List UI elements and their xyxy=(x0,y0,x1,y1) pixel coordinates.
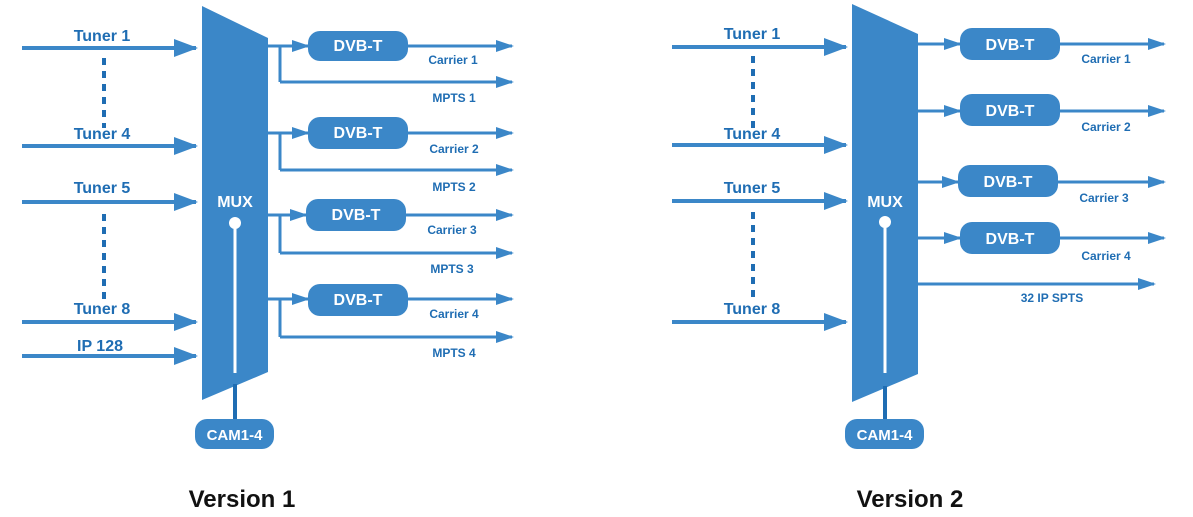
mpts-label: MPTS 4 xyxy=(432,346,476,360)
input-label-tuner-1: Tuner 1 xyxy=(724,26,781,43)
dvbt-label: DVB-T xyxy=(986,231,1035,248)
cam-block xyxy=(845,419,924,449)
dvbt-box-3 xyxy=(306,199,406,231)
carrier-label: Carrier 2 xyxy=(429,142,479,156)
output-branch-3 xyxy=(268,213,282,253)
dvbt-label: DVB-T xyxy=(334,38,383,55)
carrier-label: Carrier 4 xyxy=(429,307,479,321)
carrier-label: Carrier 3 xyxy=(427,223,477,237)
version-2-caption: Version 2 xyxy=(857,486,964,513)
mux-block xyxy=(202,6,268,400)
carrier-label: Carrier 3 xyxy=(1079,191,1129,205)
dvbt-box-2 xyxy=(960,94,1060,126)
input-label-tuner-4: Tuner 4 xyxy=(74,126,131,143)
carrier-label: Carrier 4 xyxy=(1081,249,1131,263)
mux-label: MUX xyxy=(867,194,903,211)
carrier-label: Carrier 1 xyxy=(428,53,478,67)
cam-label: CAM1-4 xyxy=(207,427,263,444)
cam-block xyxy=(195,419,274,449)
input-label-ip-128: IP 128 xyxy=(77,338,123,355)
dvbt-label: DVB-T xyxy=(334,125,383,142)
version-1-diagram: Tuner 1 Tuner 4 Tuner 5 Tuner 8 IP 128 M… xyxy=(22,6,514,513)
dvbt-label: DVB-T xyxy=(332,207,381,224)
mpts-label: MPTS 2 xyxy=(432,180,476,194)
dvbt-label: DVB-T xyxy=(984,174,1033,191)
input-label-tuner-4: Tuner 4 xyxy=(724,126,781,143)
input-label-tuner-5: Tuner 5 xyxy=(74,180,131,197)
cam-label: CAM1-4 xyxy=(857,427,913,444)
mux-indicator xyxy=(879,216,891,228)
carrier-label: Carrier 1 xyxy=(1081,52,1131,66)
dvbt-box-2 xyxy=(308,117,408,149)
mux-block xyxy=(852,4,918,402)
version-2-diagram: Tuner 1 Tuner 4 Tuner 5 Tuner 8 MUX CAM1… xyxy=(672,4,1166,513)
dvbt-box-3 xyxy=(958,165,1058,197)
ip-output-label: 32 IP SPTS xyxy=(1021,291,1083,305)
carrier-label: Carrier 2 xyxy=(1081,120,1131,134)
dvbt-label: DVB-T xyxy=(334,292,383,309)
dvbt-box-1 xyxy=(960,28,1060,60)
version-1-caption: Version 1 xyxy=(189,486,296,513)
dvbt-box-4 xyxy=(308,284,408,316)
dvbt-box-1 xyxy=(308,31,408,61)
mux-indicator xyxy=(229,217,241,229)
input-label-tuner-8: Tuner 8 xyxy=(74,301,131,318)
mux-label: MUX xyxy=(217,194,253,211)
mpts-label: MPTS 1 xyxy=(432,91,476,105)
output-branch-4 xyxy=(268,297,282,337)
input-label-tuner-8: Tuner 8 xyxy=(724,301,781,318)
mpts-label: MPTS 3 xyxy=(430,262,474,276)
input-label-tuner-1: Tuner 1 xyxy=(74,28,131,45)
input-label-tuner-5: Tuner 5 xyxy=(724,180,781,197)
output-branch-1 xyxy=(268,44,282,82)
dvbt-box-4 xyxy=(960,222,1060,254)
output-branch-2 xyxy=(268,131,282,170)
dvbt-label: DVB-T xyxy=(986,103,1035,120)
dvbt-label: DVB-T xyxy=(986,37,1035,54)
